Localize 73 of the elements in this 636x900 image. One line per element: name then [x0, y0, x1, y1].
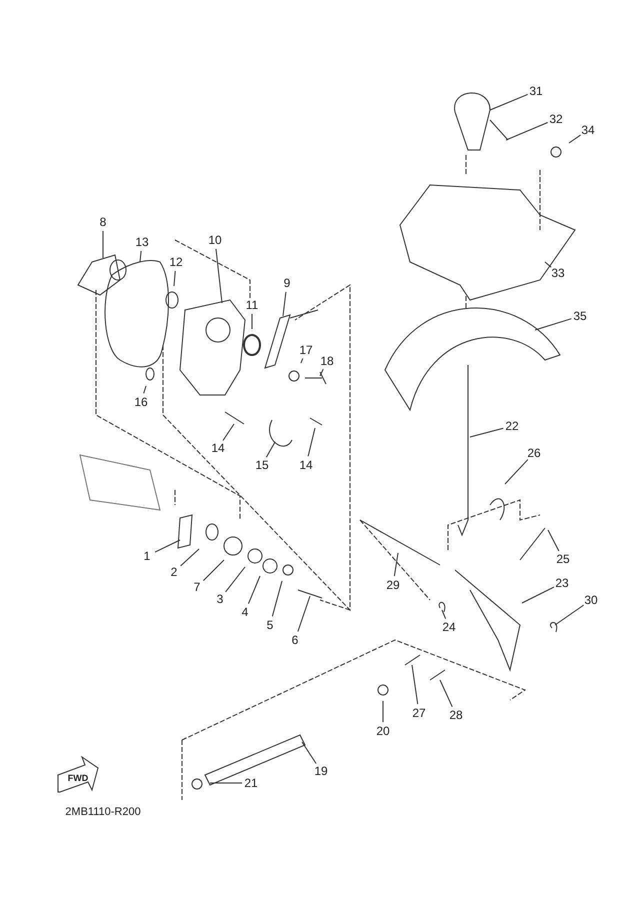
- callout-number: 33: [551, 266, 565, 280]
- leader-line: [554, 604, 584, 626]
- callout-number: 8: [100, 215, 106, 229]
- leader-line: [202, 560, 224, 582]
- callout-number: 32: [549, 112, 563, 126]
- leader-line: [180, 548, 200, 566]
- leader-line: [440, 680, 453, 708]
- callout-number: 35: [573, 309, 587, 323]
- callout-number: 6: [292, 633, 298, 647]
- leader-line: [394, 552, 398, 577]
- leader-line: [320, 368, 324, 376]
- leader-line: [442, 610, 446, 620]
- leader-line: [568, 134, 582, 144]
- callout-number: 19: [314, 764, 328, 778]
- callout-number: 26: [527, 446, 541, 460]
- leader-line: [174, 270, 176, 286]
- leader-line: [470, 428, 504, 438]
- callout-number: 16: [134, 395, 148, 409]
- callout-number: 20: [376, 724, 390, 738]
- leader-line: [216, 248, 222, 304]
- callout-number: 12: [169, 255, 183, 269]
- leader-line: [102, 230, 104, 258]
- leader-line: [302, 742, 317, 764]
- callout-number: 24: [442, 620, 456, 634]
- callout-number: 15: [255, 458, 269, 472]
- callout-number: 22: [505, 419, 519, 433]
- leader-line: [382, 700, 384, 722]
- callout-number: 9: [284, 276, 290, 290]
- leader-line: [490, 94, 528, 110]
- leader-line: [297, 596, 310, 632]
- callout-number: 14: [211, 441, 225, 455]
- leader-line: [154, 540, 180, 553]
- leader-line: [522, 586, 554, 604]
- leader-line: [222, 424, 234, 441]
- leader-line: [544, 262, 552, 268]
- leader-line: [504, 459, 528, 484]
- callout-number: 31: [529, 84, 543, 98]
- leader-line: [143, 386, 146, 394]
- callout-number: 18: [320, 354, 334, 368]
- leader-line: [140, 250, 142, 262]
- callout-number: 10: [208, 233, 222, 247]
- callout-number: 14: [299, 458, 313, 472]
- callout-number: 3: [216, 592, 224, 606]
- leader-line: [248, 576, 260, 604]
- callout-number: 29: [386, 578, 400, 592]
- leader-line: [282, 291, 286, 316]
- leader-line: [308, 428, 316, 457]
- callout-number: 4: [242, 605, 248, 619]
- callout-number: 34: [581, 123, 595, 137]
- leader-line: [272, 580, 282, 617]
- leader-line: [210, 782, 242, 784]
- leader-line: [534, 318, 572, 330]
- callout-number: 11: [246, 298, 258, 312]
- callout-number: 7: [194, 580, 200, 594]
- callout-number: 5: [266, 618, 274, 632]
- callout-number: 1: [144, 549, 150, 563]
- part-code: 2MB1110-R200: [65, 805, 141, 819]
- callout-number: 28: [449, 708, 463, 722]
- leader-line: [548, 530, 560, 552]
- leader-line: [225, 566, 246, 592]
- callout-number: 25: [556, 552, 570, 566]
- callout-number: 23: [555, 576, 569, 590]
- leader-line: [412, 664, 418, 705]
- leader-line: [266, 442, 276, 458]
- callout-number: 17: [299, 343, 313, 357]
- callout-number: 30: [584, 593, 598, 607]
- callout-number: 13: [135, 235, 149, 249]
- direction-label: FWD: [68, 772, 88, 785]
- callout-number: 2: [170, 565, 178, 579]
- leader-line: [300, 358, 304, 364]
- callout-number: 27: [412, 706, 426, 720]
- leader-line: [506, 122, 548, 140]
- callout-number: 21: [244, 776, 258, 790]
